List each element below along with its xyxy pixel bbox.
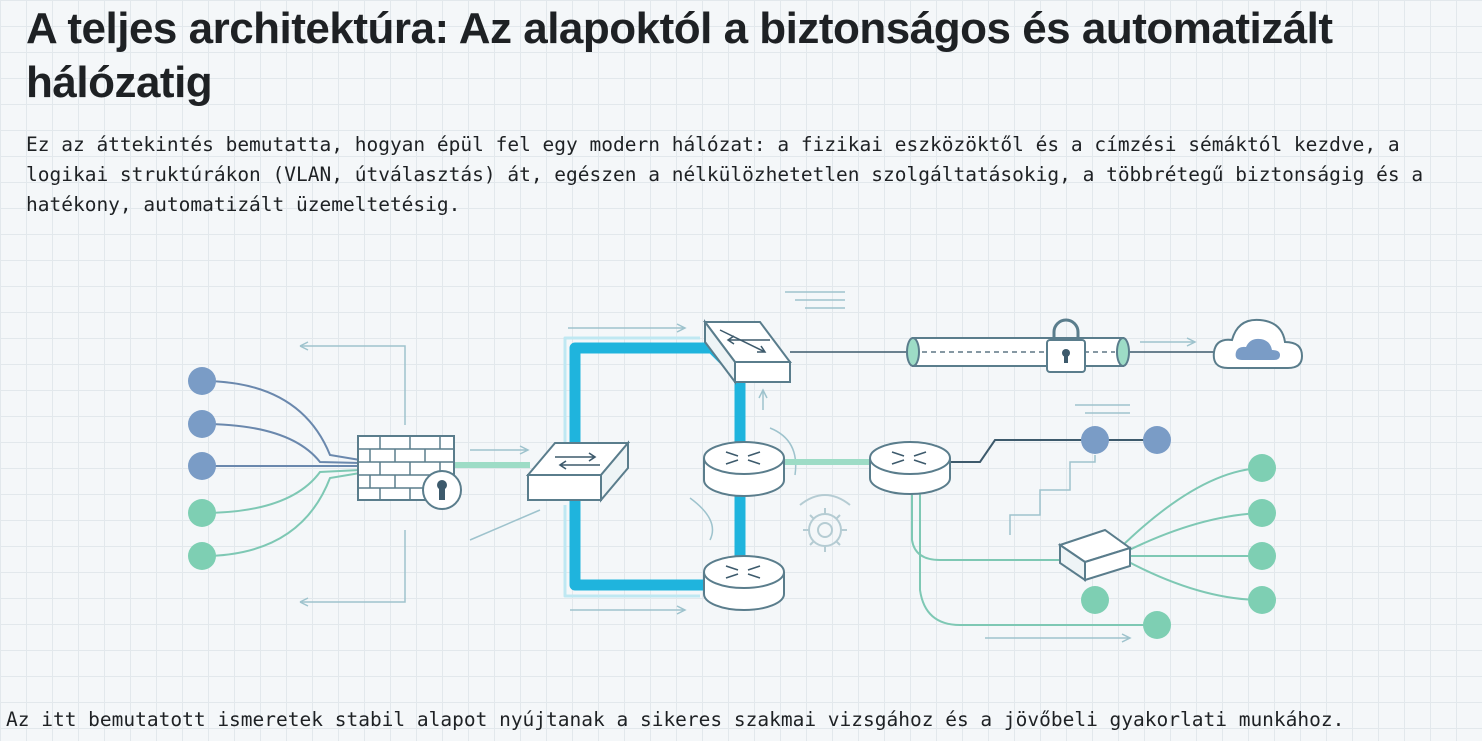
lock-icon bbox=[422, 470, 462, 510]
network-architecture-diagram bbox=[188, 291, 1304, 643]
switch-icon bbox=[703, 319, 792, 385]
trunk-links bbox=[455, 459, 870, 468]
firewall-icon bbox=[357, 435, 462, 510]
router-icon bbox=[703, 555, 785, 611]
vpn-tunnel-icon bbox=[906, 318, 1130, 373]
lock-icon bbox=[1046, 318, 1086, 373]
endpoint-cables bbox=[201, 380, 361, 557]
wireless-ap-icon bbox=[1057, 528, 1133, 582]
closing-statement: Az itt bemutatott ismeretek stabil alapo… bbox=[6, 708, 1345, 731]
gear-icon bbox=[799, 494, 851, 552]
access-cables bbox=[911, 439, 1263, 626]
annotation-arrows bbox=[299, 291, 1197, 643]
cloud-icon bbox=[1212, 318, 1304, 369]
intro-paragraph: Ez az áttekintés bemutatta, hogyan épül … bbox=[26, 133, 1424, 216]
page-title: A teljes architektúra: Az alapoktól a bi… bbox=[26, 4, 1333, 107]
router-icon bbox=[869, 441, 951, 495]
switch-icon bbox=[525, 440, 631, 503]
endpoint-nodes bbox=[188, 367, 1276, 639]
router-icon bbox=[703, 441, 785, 497]
